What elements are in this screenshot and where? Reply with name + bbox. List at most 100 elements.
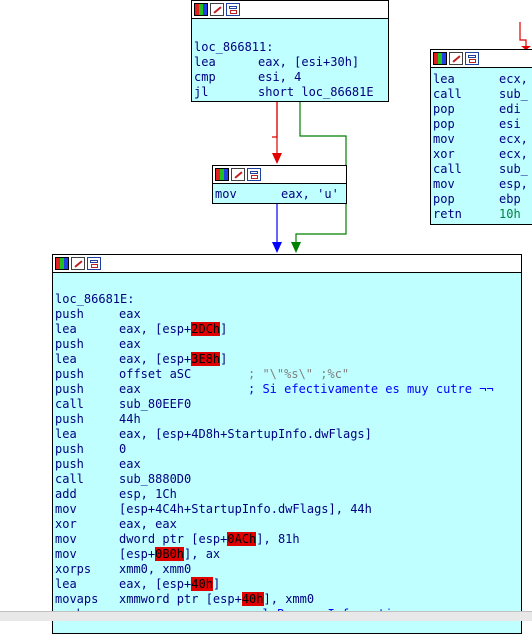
mnemonic: push [55,307,84,321]
operands: eax [119,337,141,351]
asm-line[interactable]: lea eax, [esp+4D8h+StartupInfo.dwFlags] [55,427,521,442]
group-nodes-icon[interactable] [226,3,240,16]
mnemonic: xorps [55,562,92,576]
asm-line[interactable]: push 44h [55,412,521,427]
color-palette-icon[interactable] [55,257,69,270]
operands: eax [119,382,141,396]
mnemonic: mov [55,532,77,546]
operands: eax [119,307,141,321]
mnemonic: lea [55,322,77,336]
mnemonic: lea [55,427,77,441]
operands: [esp+0B0h], ax [119,547,221,561]
asm-line[interactable]: mov[esp+0B0h], ax [55,547,521,562]
highlighted-offset[interactable]: 3E8h [191,352,221,366]
asm-line[interactable]: push eax [55,307,521,322]
mnemonic: xor [55,517,77,531]
block-label[interactable]: loc_86681E: [55,292,135,306]
asm-line[interactable]: mov [esp+4C4h+StartupInfo.dwFlags], 44h [55,502,521,517]
operands: dword ptr [esp+0ACh], 81h [119,532,300,546]
asm-line[interactable]: lea eax, [esp+3E8h] [55,352,521,367]
group-nodes-icon[interactable] [87,257,101,270]
rename-icon[interactable] [71,257,85,270]
horizontal-scrollbar[interactable] [0,611,532,621]
mnemonic: mov [55,502,77,516]
asm-line[interactable]: call sub_8880D0 [55,472,521,487]
color-palette-icon[interactable] [433,52,447,65]
operands: 44h [119,412,141,426]
operands: xmm0, xmm0 [119,562,192,576]
mnemonic: push [55,442,84,456]
operands: sub_80EEF0 [119,397,192,411]
asm-line[interactable]: call sub_80EEF0 [55,397,521,412]
asm-line[interactable]: xor eax, eax [55,517,521,532]
mnemonic: push [55,412,84,426]
color-palette-icon[interactable] [215,168,229,181]
node-toolbar [213,166,346,184]
mnemonic: call [55,472,84,486]
group-nodes-icon[interactable] [247,168,261,181]
mnemonic: push [55,457,84,471]
operands: eax [119,457,141,471]
rename-icon[interactable] [231,168,245,181]
highlighted-offset[interactable]: 0B0h [155,547,185,561]
operands: eax, [esp+40h] [119,577,221,591]
asm-line[interactable]: movaps xmmword ptr [esp+40h], xmm0 [55,592,521,607]
color-palette-icon[interactable] [194,3,208,16]
asm-line[interactable]: push eax ; Si efectivamente es muy cutre ¬… [55,382,521,397]
operands: [esp+4C4h+StartupInfo.dwFlags], 44h [119,502,372,516]
mnemonic: call [55,397,84,411]
highlighted-offset[interactable]: 40h [241,592,264,606]
comment: ; Si efectivamente es muy cutre ¬¬ [248,382,494,396]
mnemonic: lea [55,352,77,366]
mnemonic: lea [55,577,77,591]
operands: eax, [esp+4D8h+StartupInfo.dwFlags] [119,427,372,441]
group-nodes-icon[interactable] [465,52,479,65]
highlighted-offset[interactable]: 0ACh [227,532,257,546]
asm-line[interactable]: xorps xmm0, xmm0 [55,562,521,577]
mnemonic: push [55,382,84,396]
highlighted-offset[interactable]: 2DCh [191,322,221,336]
asm-line[interactable]: mov dword ptr [esp+0ACh], 81h [55,532,521,547]
block-label[interactable]: loc_866811: [194,40,274,54]
rename-icon[interactable] [210,3,224,16]
operands: offset aSC [119,367,192,381]
mnemonic: push [55,337,84,351]
operands: eax, [esp+3E8h] [119,352,228,366]
highlighted-offset[interactable]: 40h [191,577,213,591]
edge-false-arrow [272,153,282,164]
operands: sub_8880D0 [119,472,192,486]
operands: eax, eax [119,517,177,531]
asm-line[interactable]: lea eax, [esp+40h] [55,577,521,592]
edge-false [272,102,278,138]
node-toolbar [53,255,521,273]
asm-line[interactable]: push eax [55,457,521,472]
operands: xmmword ptr [esp+40h], xmm0 [119,592,315,606]
asm-line[interactable]: push eax [55,337,521,352]
rename-icon[interactable] [449,52,463,65]
comment: ; "\"%s\" ;%c" [248,367,350,381]
node-toolbar [192,1,388,19]
mnemonic: movaps [55,592,99,606]
